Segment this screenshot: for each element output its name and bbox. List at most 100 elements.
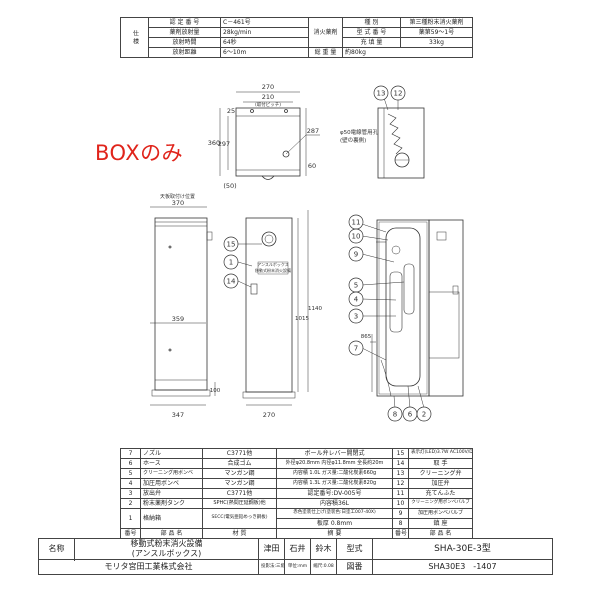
unit-note: 単位:mm	[284, 559, 311, 575]
part-name: ノズル	[140, 448, 203, 459]
table-row: 5 クリーニング用ボンベ マンガン鋼 内容積 1.0L ガス量:二酸化炭素660…	[120, 468, 473, 479]
dimension-label: 865	[361, 334, 372, 340]
part-name: クリーニング弁	[408, 468, 473, 479]
part-material: マンガン鋼	[202, 468, 277, 479]
part-note: 赤色塗装仕上げ(塗装色:日塗工007-40X)	[276, 508, 393, 519]
box-only-note: BOXのみ	[95, 141, 184, 165]
balloon-label: 7	[354, 345, 358, 353]
part-name: 放出弁	[140, 488, 203, 499]
title-block: 名称 移動式粉末消火設備 (アンスルボックス) 津田 石井 鈴木 型式 SHA-…	[38, 538, 553, 575]
approver: 鈴木	[310, 538, 337, 560]
part-no: 8	[392, 518, 409, 529]
cabinet-front-view	[237, 210, 309, 406]
dimension-label: (取付ピッチ)	[255, 101, 281, 108]
part-name: 加圧弁	[408, 478, 473, 489]
part-material: C3771他	[202, 488, 277, 499]
part-name: 格納箱	[140, 508, 203, 529]
dimension-label: 100	[210, 388, 221, 394]
header-cell: 部 品 名	[408, 528, 473, 539]
dimension-label: 347	[172, 411, 184, 419]
dimension-label: 360	[208, 139, 220, 147]
ansul-label: アンスルボックス	[257, 261, 289, 267]
balloon-label: 2	[422, 411, 426, 419]
scale-note: 縮尺:0.08	[310, 559, 337, 575]
part-note: 内容積36L	[276, 498, 393, 509]
part-material: SPHC(熱間圧延鋼板)他	[202, 498, 277, 509]
table-row: 6 ホース 合成ゴム 外径φ20.8mm 内径φ11.8mm 全長約20m 14…	[120, 458, 473, 469]
part-name: 表示灯(LED)3.7W AC100V/DC・AC24V	[408, 448, 473, 459]
dimension-label: 359	[172, 315, 184, 323]
part-note: 板厚 0.8mm	[276, 518, 393, 529]
title-name: 移動式粉末消火設備 (アンスルボックス)	[74, 538, 259, 560]
part-no: 12	[392, 478, 409, 489]
part-name: 加圧用ボンベバルブ	[408, 508, 473, 519]
header-cell: 部 品 名	[140, 528, 203, 539]
balloon-label: 8	[393, 411, 397, 419]
balloon-label: 10	[352, 233, 361, 241]
header-cell: 摘 要	[276, 528, 393, 539]
part-no: 14	[392, 458, 409, 469]
part-note: 内容積 1.3L ガス量:二酸化炭素820g	[276, 478, 393, 489]
dimension-label: 60	[308, 162, 316, 170]
ansul-label: 移動式粉末消火設備	[255, 267, 291, 273]
balloon-label: 1	[229, 259, 233, 267]
dimension-label: 210	[262, 93, 274, 101]
balloon-label: 4	[354, 296, 359, 304]
cabinet-side-view	[150, 206, 216, 406]
part-name: クリーニング用ボンベバルブ	[408, 498, 473, 509]
part-no: 11	[392, 488, 409, 499]
projection-note: 投影法:三角法	[258, 559, 285, 575]
table-row: 7 ノズル C3771他 ボール弁レバー開閉式 15 表示灯(LED)3.7W …	[120, 448, 473, 459]
part-no: 7	[120, 448, 141, 459]
dimension-label: 25	[227, 107, 235, 115]
dimension-label: 370	[172, 199, 184, 207]
balloon-label: 11	[352, 219, 361, 227]
dimension-label: 1015	[295, 316, 309, 322]
dimension-label: 1140	[308, 306, 322, 312]
part-no: 1	[120, 508, 141, 529]
part-no: 5	[120, 468, 141, 479]
dimension-label: 270	[263, 411, 275, 419]
part-no: 3	[120, 488, 141, 499]
title-name-line1: 移動式粉末消火設備	[130, 539, 203, 549]
part-name: ホース	[140, 458, 203, 469]
dimension-label: 270	[262, 83, 274, 91]
box-section-view	[377, 97, 425, 179]
model-value: SHA-30E-3型	[372, 538, 553, 560]
part-name: 取 手	[408, 458, 473, 469]
balloon-label: 12	[394, 90, 403, 98]
dimension-label: (50)	[223, 182, 236, 190]
table-row: 1 格納箱 SECC(電気亜鉛めっき鋼板) 赤色塗装仕上げ(塗装色:日塗工007…	[120, 508, 473, 529]
approver: 津田	[258, 538, 285, 560]
part-no: 4	[120, 478, 141, 489]
part-name: 鎮 座	[408, 518, 473, 529]
dimension-label: φ50電線管用孔	[340, 128, 379, 136]
header-cell: 番号	[120, 528, 141, 539]
spec-weight-value: 約80kg	[342, 47, 473, 58]
dimension-label: 天板取付け位置	[160, 193, 195, 200]
balloon-label: 15	[227, 241, 236, 249]
dimension-label: (壁の裏側)	[340, 136, 366, 144]
table-header-row: 番号 部 品 名 材 質 摘 要 番号 部 品 名	[120, 528, 473, 539]
title-name-line2: (アンスルボックス)	[131, 549, 202, 558]
drawing-number-label: 図番	[336, 559, 373, 575]
table-row: 2 粉末薬剤タンク SPHC(熱間圧延鋼板)他 内容積36L 10 クリーニング…	[120, 498, 473, 509]
part-note: 内容積 1.0L ガス量:二酸化炭素660g	[276, 468, 393, 479]
title-name-label: 名称	[38, 538, 75, 560]
balloon-label: 3	[354, 313, 358, 321]
part-no: 6	[120, 458, 141, 469]
part-no: 15	[392, 448, 409, 459]
part-material: 合成ゴム	[202, 458, 277, 469]
part-note: ボール弁レバー開閉式	[276, 448, 393, 459]
balloon-label: 6	[408, 411, 413, 419]
part-material: マンガン鋼	[202, 478, 277, 489]
model-label: 型式	[336, 538, 373, 560]
parts-list: 7 ノズル C3771他 ボール弁レバー開閉式 15 表示灯(LED)3.7W …	[120, 448, 473, 539]
approver: 石井	[284, 538, 311, 560]
table-row: 3 放出弁 C3771他 認定番号:DV-005号 11 充てんふた	[120, 488, 473, 499]
dimension-label: 297	[218, 140, 230, 148]
part-no: 13	[392, 468, 409, 479]
part-note: 外径φ20.8mm 内径φ11.8mm 全長約20m	[276, 458, 393, 469]
part-note: 認定番号:DV-005号	[276, 488, 393, 499]
